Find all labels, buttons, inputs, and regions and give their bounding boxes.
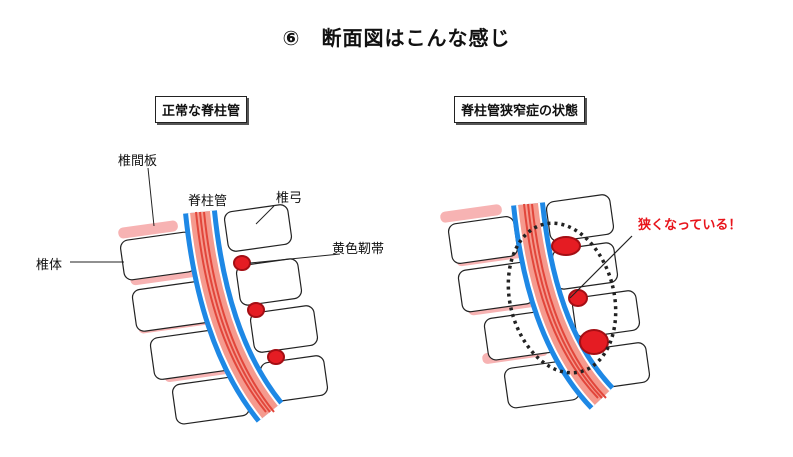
vertebral-arch <box>249 305 319 353</box>
vertebral-arch <box>235 258 303 306</box>
label-spinal-canal: 脊柱管 <box>188 194 228 209</box>
vertebral-body <box>447 216 519 264</box>
narrowing-highlight <box>506 221 618 375</box>
label-vertebral-body: 椎体 <box>36 258 63 273</box>
callout-line <box>569 235 633 299</box>
disc <box>440 204 502 223</box>
stenosis-spine <box>440 194 651 410</box>
ligamentum-flavum-thickened <box>568 289 588 307</box>
disc <box>118 220 178 239</box>
leader-line <box>255 205 275 225</box>
stenosis-heading: 脊柱管狭窄症の状態 <box>454 96 586 123</box>
leader-line <box>249 253 341 264</box>
label-vertebral-arch: 椎弓 <box>276 191 303 206</box>
ligamentum-flavum-thickened <box>579 329 609 355</box>
ligamentum-flavum-thickened <box>551 236 581 256</box>
ligamentum-flavum <box>247 302 265 318</box>
ligamentum-flavum <box>233 255 251 271</box>
leader-line <box>147 167 155 227</box>
vertebral-arch <box>571 290 641 338</box>
ligamentum-flavum <box>267 349 285 365</box>
normal-heading: 正常な脊柱管 <box>155 96 248 123</box>
normal-spine <box>70 167 341 425</box>
vertebral-arch <box>223 204 293 252</box>
page-title: ⑥ 断面図はこんな感じ <box>282 26 511 50</box>
stenosis-callout: 狭くなっている！ <box>638 218 742 233</box>
label-ligamentum-flavum: 黄色靭帯 <box>332 242 385 257</box>
label-intervertebral-disc: 椎間板 <box>118 154 158 169</box>
